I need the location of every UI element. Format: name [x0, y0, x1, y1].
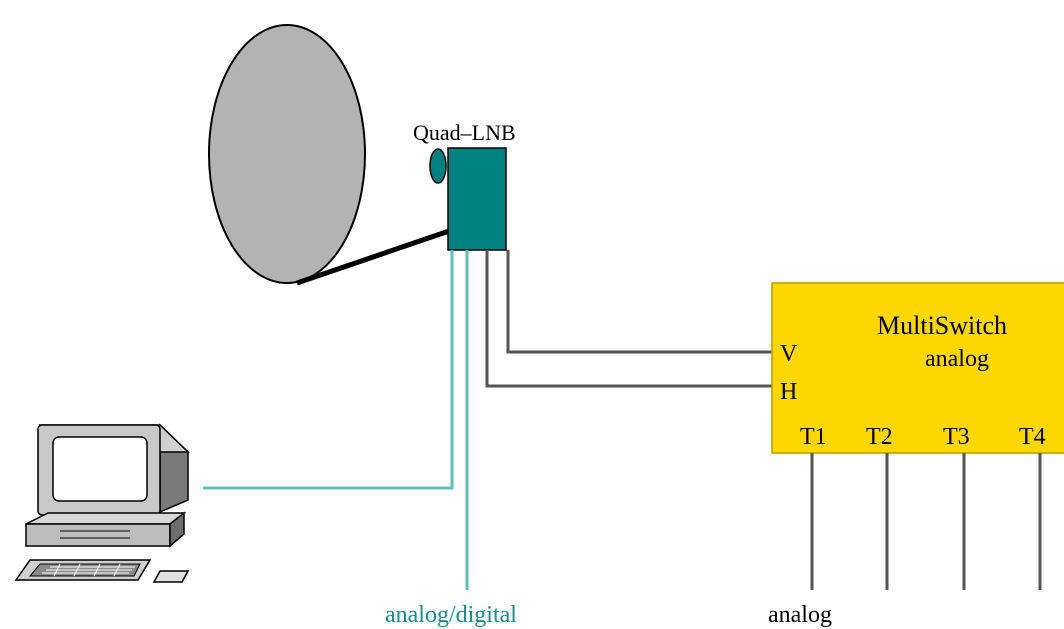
dish-arm [296, 228, 450, 286]
lnb-body [447, 147, 507, 251]
mouse [152, 570, 190, 583]
cable-to-computer [203, 250, 454, 490]
label-analog: analog [768, 602, 832, 628]
computer-icon [14, 423, 190, 583]
output-label-t4: T4 [1019, 424, 1046, 450]
input-label-v: V [780, 341, 798, 367]
multiswitch-box [771, 282, 1064, 454]
lnb-label: Quad–LNB [413, 120, 516, 145]
system-unit-top [25, 512, 187, 525]
output-label-t2: T2 [866, 424, 893, 450]
multiswitch-title: MultiSwitch [877, 311, 1007, 340]
cable-v-input [506, 250, 773, 354]
multiswitch: MultiSwitch analog V H T1 T2 T3 T4 [771, 282, 1064, 454]
output-label-t1: T1 [800, 424, 827, 450]
satellite-dish [208, 24, 450, 286]
quad-lnb: Quad–LNB [413, 120, 516, 251]
system-unit [25, 523, 171, 547]
lnb-feedhorn [429, 148, 447, 184]
output-cables [810, 453, 1042, 590]
output-label-t3: T3 [943, 424, 970, 450]
teal-cables [203, 250, 469, 590]
gray-cables [485, 250, 773, 388]
input-label-h: H [780, 379, 797, 405]
system-unit-side [169, 511, 185, 548]
dish-reflector [208, 24, 366, 284]
multiswitch-subtitle: analog [925, 346, 989, 372]
label-analog-digital: analog/digital [385, 602, 517, 628]
cable-h-input [485, 250, 773, 388]
monitor-screen [52, 436, 148, 502]
